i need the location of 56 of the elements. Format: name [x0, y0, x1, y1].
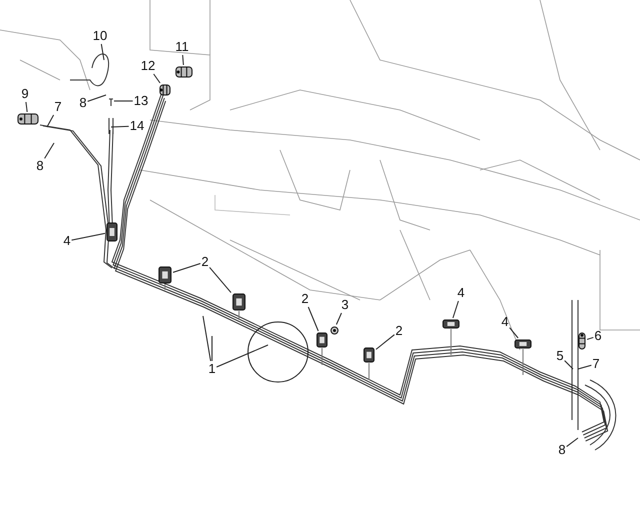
- callout-number: 8: [558, 443, 566, 457]
- leader-line: [452, 300, 459, 318]
- leader-line: [578, 364, 592, 370]
- leader-line: [25, 102, 28, 112]
- callout-number: 6: [594, 329, 602, 343]
- leader-line: [564, 360, 574, 370]
- grommet-icon: [330, 326, 338, 334]
- leader-line: [110, 126, 130, 128]
- leader-line: [209, 266, 232, 294]
- leader-line: [71, 232, 106, 241]
- callout-number: 2: [301, 292, 309, 306]
- leader-line: [87, 94, 106, 102]
- callout-number: 2: [395, 324, 403, 338]
- leader-line: [202, 316, 212, 362]
- callout-number: 13: [134, 94, 148, 108]
- clip-icon: [232, 293, 246, 311]
- callout-number: 8: [79, 96, 87, 110]
- callout-number: 9: [21, 87, 29, 101]
- leader-line: [153, 74, 161, 84]
- callout-number: 14: [130, 119, 144, 133]
- callout-number: 4: [457, 286, 465, 300]
- callout-number: 7: [54, 100, 62, 114]
- leader-line: [509, 327, 519, 338]
- leader-line: [216, 344, 268, 368]
- leader-line: [336, 312, 342, 325]
- fitting-icon: [578, 332, 586, 350]
- fitting-icon: [175, 66, 193, 78]
- clip-icon: [363, 347, 375, 363]
- callout-number: 10: [92, 29, 108, 43]
- leader-line: [308, 306, 319, 332]
- clip-icon: [514, 339, 532, 349]
- callout-number: 7: [592, 357, 600, 371]
- leader-line: [566, 438, 578, 448]
- clip-icon: [158, 266, 172, 284]
- callout-number: 4: [501, 315, 509, 329]
- callout-number: 3: [341, 298, 349, 312]
- leader-line: [586, 336, 594, 340]
- callout-number: 2: [201, 255, 209, 269]
- leader-line: [172, 263, 201, 273]
- leader-line: [100, 44, 104, 60]
- clip-icon: [106, 222, 118, 242]
- callout-number: 1: [208, 362, 216, 376]
- callout-number: 12: [140, 59, 156, 73]
- leader-line: [376, 334, 395, 350]
- leader-line: [114, 100, 134, 102]
- leader-line: [46, 114, 54, 128]
- clip-icon: [316, 332, 328, 348]
- leader-line: [182, 54, 184, 66]
- valve-icon: [17, 113, 39, 125]
- callout-number: 11: [175, 40, 189, 54]
- fitting-icon: [159, 84, 171, 96]
- callout-number: 4: [63, 234, 71, 248]
- callout-number: 8: [36, 159, 44, 173]
- leader-line: [44, 142, 54, 159]
- clip-icon: [442, 319, 460, 329]
- callout-number: 5: [556, 349, 564, 363]
